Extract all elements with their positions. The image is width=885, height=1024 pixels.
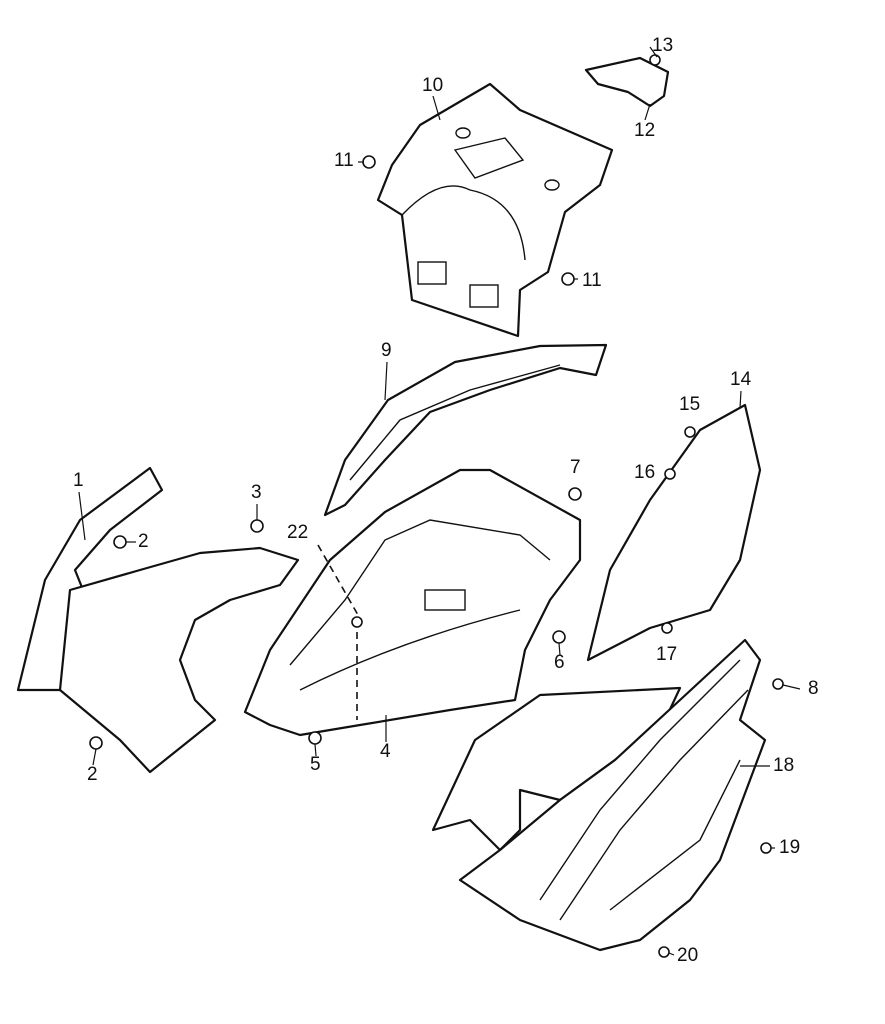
callout-16: 16 xyxy=(634,462,656,483)
part-2-grommet-lower xyxy=(89,736,103,750)
part-3-grommet xyxy=(250,519,264,533)
callout-9: 9 xyxy=(381,340,392,361)
part-13-screw xyxy=(649,54,661,66)
callout-8: 8 xyxy=(808,678,819,699)
leader-lines xyxy=(78,46,801,956)
part-5-fastener xyxy=(308,731,322,745)
callout-6: 6 xyxy=(554,652,565,673)
part-17-clip xyxy=(661,622,673,634)
callout-13: 13 xyxy=(652,35,674,56)
callout-11-right: 11 xyxy=(582,270,602,291)
part-1-side-cover xyxy=(16,466,300,774)
part-8-nut xyxy=(772,678,784,690)
leader-22 xyxy=(317,544,359,616)
part-4-seat-frame xyxy=(243,468,582,737)
part-15-screw xyxy=(684,426,696,438)
callout-4: 4 xyxy=(380,741,391,762)
callout-1: 1 xyxy=(73,470,84,491)
part-11-clip-right xyxy=(561,272,575,286)
part-20-nut xyxy=(658,946,670,958)
part-6-nut xyxy=(552,630,566,644)
callout-22: 22 xyxy=(287,522,309,543)
part-12-bracket xyxy=(584,54,670,108)
part-7-bolt xyxy=(568,487,582,501)
callout-5: 5 xyxy=(310,754,321,775)
callout-3: 3 xyxy=(251,482,262,503)
callout-11-left: 11 xyxy=(334,150,354,171)
part-22-grommet xyxy=(351,616,363,628)
callout-15: 15 xyxy=(679,394,701,415)
callout-7: 7 xyxy=(570,457,581,478)
part-lower-rear-panel xyxy=(431,638,767,952)
part-10-upper-cover xyxy=(376,82,614,338)
part-2-grommet-upper xyxy=(113,535,127,549)
part-14-side-panel xyxy=(586,403,762,662)
part-16-screw xyxy=(664,468,676,480)
callout-14: 14 xyxy=(730,369,752,390)
callout-12: 12 xyxy=(634,120,656,141)
callout-19: 19 xyxy=(779,837,801,858)
callout-2-lower: 2 xyxy=(87,764,98,785)
part-9-rail xyxy=(323,343,608,517)
part-11-clip-left xyxy=(362,155,376,169)
callout-20: 20 xyxy=(677,945,699,966)
callout-18: 18 xyxy=(773,755,795,776)
part-19-bolt xyxy=(760,842,772,854)
callout-10: 10 xyxy=(422,75,444,96)
callout-2-upper: 2 xyxy=(138,531,149,552)
callout-17: 17 xyxy=(656,644,678,665)
